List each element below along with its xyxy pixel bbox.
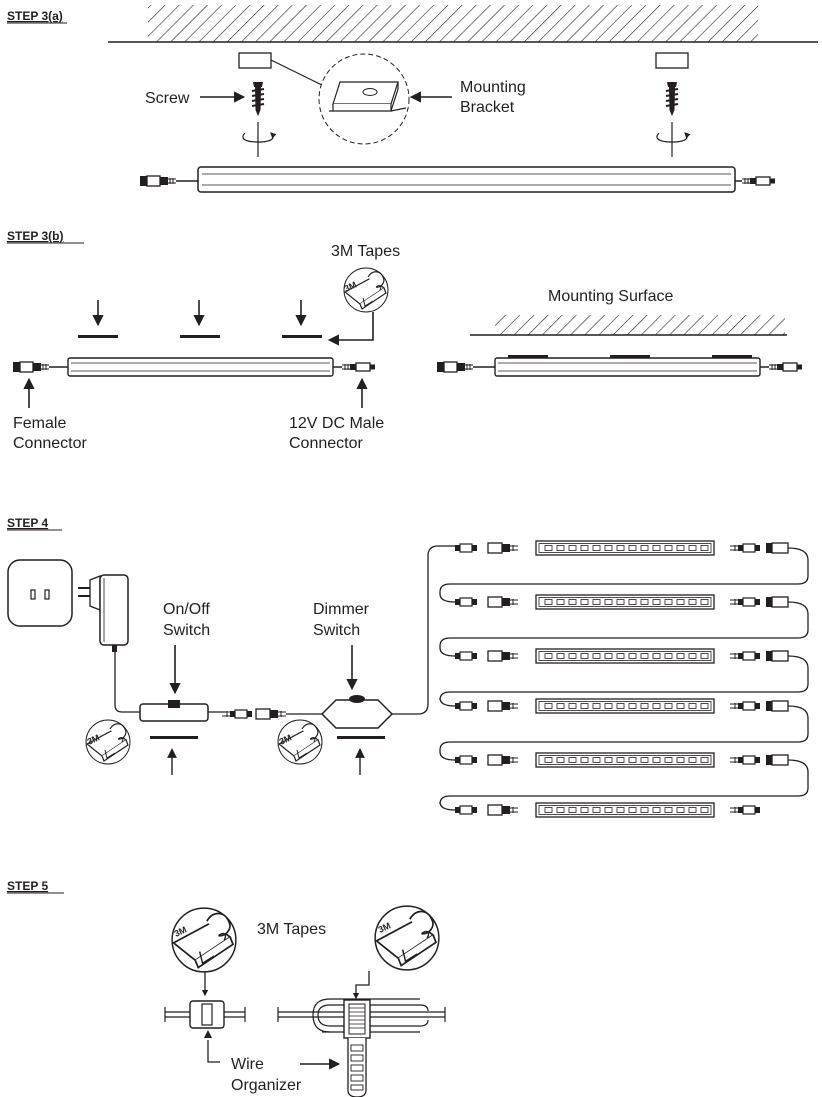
male-connector-icon <box>729 805 761 815</box>
screw-right-icon <box>665 81 679 117</box>
light-bar-chain <box>439 540 809 818</box>
extension-cable <box>439 601 809 657</box>
female-connector-label-2: Connector <box>13 435 87 452</box>
male-plug-icon <box>454 755 478 765</box>
svg-text:3M: 3M <box>86 732 102 746</box>
3m-tape-icon <box>374 905 440 971</box>
wire-organizer-label-2: Organizer <box>231 1077 302 1094</box>
male-plug-icon <box>454 701 478 711</box>
step-3a-title: STEP 3(a) <box>7 9 63 23</box>
male-connector-icon <box>729 597 761 607</box>
female-connector-icon <box>487 754 519 766</box>
light-bar-3b <box>12 357 376 377</box>
svg-text:3M: 3M <box>343 279 359 293</box>
light-bar <box>535 594 715 610</box>
light-bar <box>535 802 715 818</box>
male-connector-icon <box>729 755 761 765</box>
tape-strip <box>282 335 322 338</box>
rotate-arrow-icon <box>242 132 277 143</box>
tape-strip <box>180 335 220 338</box>
tape-strip <box>337 736 385 739</box>
ceiling-hatch <box>148 5 758 42</box>
bracket-block-right <box>655 52 689 69</box>
male-connector-icon <box>729 651 761 661</box>
female-connector-icon <box>487 650 519 662</box>
dimmer-label-1: Dimmer <box>313 601 370 618</box>
light-bar <box>535 752 715 768</box>
wire-organizer-icon <box>277 998 446 1097</box>
female-connector-icon <box>487 804 519 816</box>
male-connector-label-1: 12V DC Male <box>289 415 384 432</box>
step-4-title: STEP 4 <box>7 516 48 530</box>
light-bar <box>535 648 715 664</box>
bracket-block-left <box>238 52 272 69</box>
extension-cable <box>439 655 809 707</box>
step-4: STEP 4 On/Off Switch 3M Dimmer <box>7 516 809 818</box>
step-3b: STEP 3(b) 3M Tapes 3M Female Connector 1… <box>7 229 803 452</box>
female-socket-icon <box>765 542 789 554</box>
svg-text:3M: 3M <box>377 920 393 934</box>
female-connector-icon <box>487 596 519 608</box>
female-socket-icon <box>765 650 789 662</box>
step-3a: STEP 3(a) Screw Mounting Bracket <box>7 5 818 193</box>
step-3b-title: STEP 3(b) <box>7 229 63 243</box>
male-plug-icon <box>454 597 478 607</box>
female-connector-label-1: Female <box>13 415 66 432</box>
extension-cable <box>439 759 809 811</box>
dimmer-cable <box>392 545 455 715</box>
adapter-cable <box>114 652 140 713</box>
wall-outlet-icon <box>7 559 73 627</box>
wire-clip-icon <box>164 1000 246 1029</box>
wire-organizer-label-1: Wire <box>231 1056 264 1073</box>
extension-cable <box>439 547 809 603</box>
onoff-switch-icon <box>139 700 209 722</box>
mounting-surface-hatch <box>495 315 785 335</box>
female-connector-icon <box>487 700 519 712</box>
tape-strip <box>150 736 198 739</box>
male-connector-icon <box>729 701 761 711</box>
3m-tapes-label-5: 3M Tapes <box>257 921 326 938</box>
extension-cable <box>439 705 809 761</box>
light-bar-3a <box>139 166 776 193</box>
mounting-bracket-icon <box>329 81 407 112</box>
female-socket-icon <box>765 754 789 766</box>
mounting-bracket-label-1: Mounting <box>460 79 526 96</box>
male-connector-label-2: Connector <box>289 435 363 452</box>
onoff-label-2: Switch <box>163 622 210 639</box>
light-bar-3b-mounted <box>436 355 803 377</box>
step-5-title: STEP 5 <box>7 879 48 893</box>
male-plug-icon <box>454 805 478 815</box>
light-bar <box>535 698 715 714</box>
dimmer-switch-icon <box>320 695 394 729</box>
onoff-label-1: On/Off <box>163 601 210 618</box>
step-5: STEP 5 3M 3M 3M Tapes <box>7 879 446 1097</box>
3m-tapes-label-3b: 3M Tapes <box>331 243 400 260</box>
mounting-surface-label: Mounting Surface <box>548 288 674 305</box>
male-connector-icon <box>729 543 761 553</box>
rotate-arrow-icon <box>656 132 691 143</box>
female-connector-icon <box>487 542 519 554</box>
male-plug-icon <box>454 651 478 661</box>
light-bar <box>535 540 715 556</box>
svg-text:3M: 3M <box>173 924 189 938</box>
male-plug-icon <box>454 543 478 553</box>
mounting-bracket-label-2: Bracket <box>460 99 515 116</box>
dimmer-label-2: Switch <box>313 622 360 639</box>
power-adapter-icon <box>78 574 129 652</box>
female-socket-icon <box>765 596 789 608</box>
tape-strip <box>78 335 118 338</box>
female-socket-icon <box>765 700 789 712</box>
screw-left-icon <box>251 81 265 117</box>
svg-text:3M: 3M <box>278 732 294 746</box>
3m-tape-icon <box>171 907 237 973</box>
screw-label: Screw <box>145 90 190 107</box>
